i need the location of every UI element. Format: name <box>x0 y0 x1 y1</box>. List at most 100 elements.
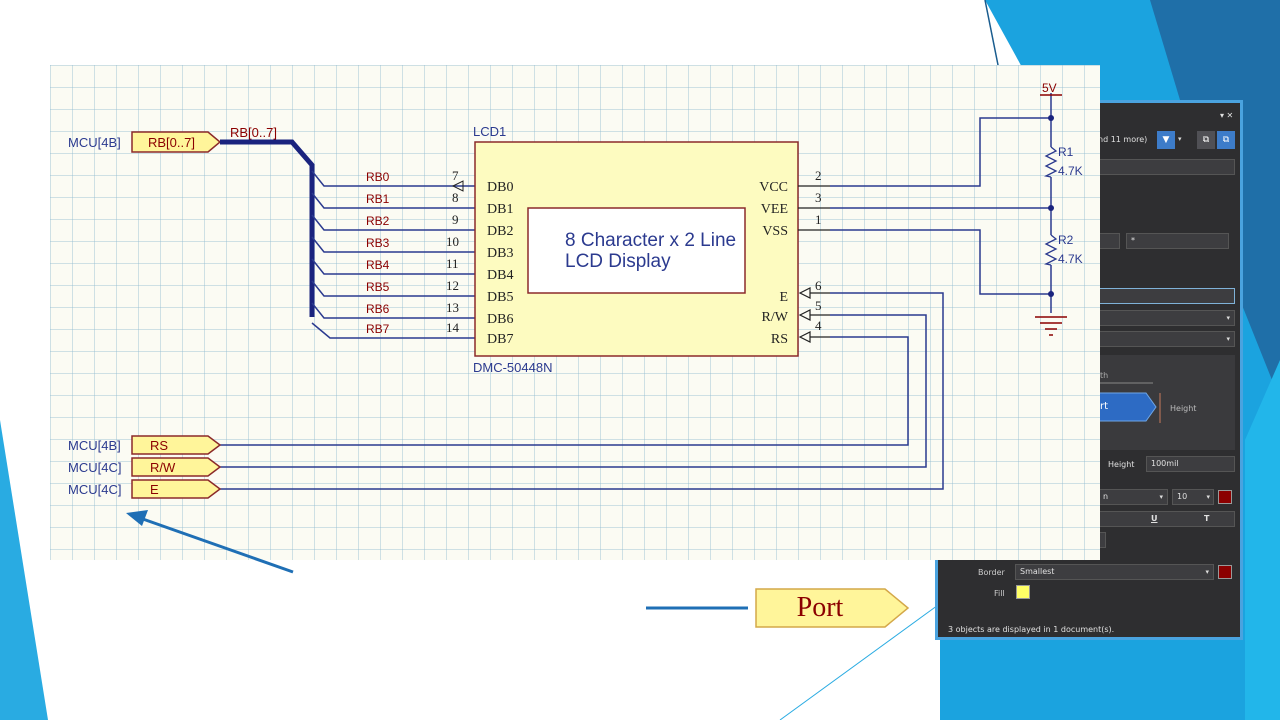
net-label-rb4: RB4 <box>366 258 390 272</box>
net-label-rb7: RB7 <box>366 322 390 336</box>
pin-number-3: 3 <box>815 190 822 205</box>
component-part-number: DMC-50448N <box>473 360 552 375</box>
lcd-display-window <box>527 207 746 294</box>
resistor-r2[interactable] <box>1044 234 1058 266</box>
pin-number-11: 11 <box>446 256 459 271</box>
wire-vcc[interactable] <box>830 117 1051 187</box>
ground-symbol <box>1035 316 1067 336</box>
pin-number-2: 2 <box>815 168 822 183</box>
pin-e-input-arrow <box>798 287 811 299</box>
border-color-swatch[interactable] <box>1218 565 1232 579</box>
resistor-r1[interactable] <box>1044 146 1058 178</box>
wire-rb3[interactable] <box>311 236 475 253</box>
pin-number-7: 7 <box>452 168 459 183</box>
display-text-line2: LCD Display <box>565 251 671 272</box>
pin-name-db5: DB5 <box>487 290 513 305</box>
chevron-down-icon: ▾ <box>1206 493 1210 501</box>
wire-e[interactable] <box>220 292 944 490</box>
pin-number-10: 10 <box>446 234 459 249</box>
border-label: Border <box>978 568 1005 577</box>
r1-value: 4.7K <box>1058 164 1083 178</box>
net-label-rb2: RB2 <box>366 214 390 228</box>
schematic-drawing: MCU[4B] RB[0..7] RB[0..7] RB0 RB1 RB2 RB… <box>68 81 1083 499</box>
pin-number-5: 5 <box>815 298 822 313</box>
pin-name-db2: DB2 <box>487 224 513 239</box>
border-dropdown[interactable]: Smallest ▾ <box>1015 564 1214 580</box>
wire-rw[interactable] <box>220 314 927 468</box>
filter-button[interactable]: ▼ <box>1157 131 1175 149</box>
pin-number-14: 14 <box>446 320 460 335</box>
fill-color-swatch[interactable] <box>1016 585 1030 599</box>
wire-rb4[interactable] <box>311 258 475 275</box>
wire-rb0[interactable] <box>311 170 475 187</box>
right-accent-shape-mid <box>1245 360 1280 720</box>
underline-button[interactable]: U <box>1151 514 1158 523</box>
text-style-bar <box>1098 511 1235 527</box>
pin-name-db4: DB4 <box>487 268 513 283</box>
port-rw[interactable] <box>131 457 222 477</box>
data-bus[interactable] <box>220 139 315 317</box>
wire-rb5[interactable] <box>311 280 475 297</box>
component-designator: LCD1 <box>473 124 506 139</box>
panel-menu-icon[interactable]: ▾ ✕ <box>1220 111 1234 120</box>
net-label-rb3: RB3 <box>366 236 390 250</box>
wire-rb2[interactable] <box>311 214 475 231</box>
port-e-sheet-ref: MCU[4C] <box>68 482 121 497</box>
pin-number-1: 1 <box>815 212 822 227</box>
wire-rs[interactable] <box>220 336 909 446</box>
pin-name-db0: DB0 <box>487 180 513 195</box>
pin-number-12: 12 <box>446 278 459 293</box>
junction-vcc <box>1048 115 1054 121</box>
bus-port-sheet-ref: MCU[4B] <box>68 135 121 150</box>
pin-number-6: 6 <box>815 278 822 293</box>
panel-status-text: 3 objects are displayed in 1 document(s)… <box>948 625 1115 634</box>
thin-decor-line-2 <box>779 599 946 720</box>
pin-number-9: 9 <box>452 212 459 227</box>
pin-number-4: 4 <box>815 318 822 333</box>
height-field[interactable]: 100mil <box>1146 456 1235 472</box>
port-preview: th rt Height <box>1098 355 1235 450</box>
search-field[interactable] <box>1098 159 1235 175</box>
pin-name-e: E <box>779 290 788 305</box>
net-label-rb0: RB0 <box>366 170 390 184</box>
port-example-shape <box>755 588 910 628</box>
wire-vss[interactable] <box>830 229 1051 295</box>
filter-dropdown-icon[interactable]: ▾ <box>1178 135 1182 143</box>
port-e[interactable] <box>131 479 222 499</box>
harness-type-dropdown[interactable]: ▾ <box>1098 331 1235 347</box>
io-type-dropdown[interactable]: ▾ <box>1098 310 1235 326</box>
fill-label: Fill <box>994 589 1005 598</box>
pin-number-8: 8 <box>452 190 459 205</box>
pin-name-vss: VSS <box>762 224 788 239</box>
strikethrough-button[interactable]: T <box>1204 514 1210 523</box>
port-rs[interactable] <box>131 435 222 455</box>
bus-port[interactable] <box>131 131 222 153</box>
wire-rb1[interactable] <box>311 192 475 209</box>
port-e-name: E <box>150 482 159 497</box>
pin-name-vcc: VCC <box>759 180 788 195</box>
select-button[interactable]: ⧉ <box>1197 131 1215 149</box>
wire-rb6[interactable] <box>311 302 475 319</box>
font-family-value: n <box>1103 492 1109 501</box>
preview-width-arrow <box>1098 382 1161 423</box>
zoom-button[interactable]: ⧉ <box>1217 131 1235 149</box>
preview-height-label: Height <box>1170 404 1197 413</box>
location-x-field[interactable] <box>1098 233 1120 249</box>
pin-name-db7: DB7 <box>487 332 513 347</box>
font-color-swatch[interactable] <box>1218 490 1232 504</box>
location-y-field[interactable]: * <box>1126 233 1229 249</box>
chevron-down-icon: ▾ <box>1226 335 1230 343</box>
port-example: Port <box>755 588 910 628</box>
name-field[interactable] <box>1098 288 1235 304</box>
pin-name-rs: RS <box>771 332 788 347</box>
width-dimension-label: th <box>1100 371 1109 380</box>
font-size-dropdown[interactable]: 10 ▾ <box>1172 489 1214 505</box>
junction-vee <box>1048 205 1054 211</box>
wire-rb7[interactable] <box>311 322 475 339</box>
bus-port-name: RB[0..7] <box>148 135 195 150</box>
pin-rs-input-arrow <box>798 331 811 343</box>
port-example-label: Port <box>796 592 844 623</box>
font-family-dropdown[interactable]: n ▾ <box>1098 489 1168 505</box>
pin-number-13: 13 <box>446 300 459 315</box>
height-field-label: Height <box>1108 460 1135 469</box>
